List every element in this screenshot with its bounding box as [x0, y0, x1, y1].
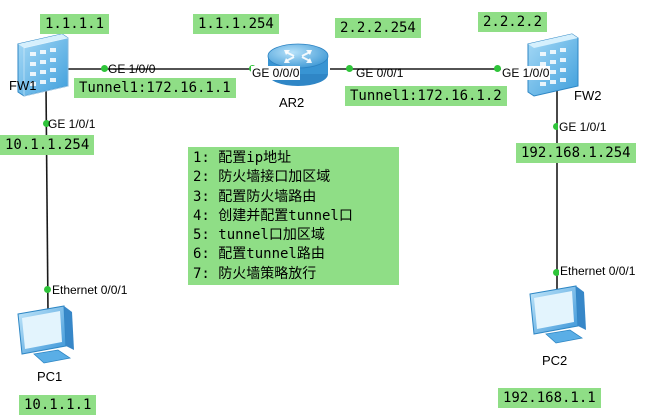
pc1-eth-port-label: Ethernet 0/0/1	[52, 283, 128, 297]
pc2-eth-port-label: Ethernet 0/0/1	[559, 264, 637, 278]
port-dot	[101, 65, 108, 72]
pc1-computer-icon[interactable]	[17, 305, 74, 364]
ar2-ge001-port-label: GE 0/0/1	[356, 66, 404, 80]
port-dot	[553, 269, 560, 276]
config-step: 4: 创建并配置tunnel口	[193, 207, 353, 224]
port-dot	[346, 65, 353, 72]
pc2-ip-label: 192.168.1.1	[498, 388, 601, 408]
config-step: 6: 配置tunnel路由	[193, 246, 325, 263]
ar2-ge000-port-label: GE 0/0/0	[251, 66, 301, 80]
ar2-right-ip-label: 2.2.2.254	[335, 18, 421, 38]
config-step: 3: 配置防火墙路由	[193, 188, 317, 205]
port-dot	[44, 286, 51, 293]
config-step: 7: 防火墙策略放行	[193, 265, 317, 282]
fw2-lan-ip-label: 192.168.1.254	[516, 143, 636, 163]
pc2-computer-icon[interactable]	[529, 285, 586, 344]
fw1-ge101-port-label: GE 1/0/1	[48, 117, 96, 131]
config-steps-box: 1: 配置ip地址 2: 防火墙接口加区域 3: 配置防火墙路由 4: 创建并配…	[188, 147, 399, 285]
port-dot	[43, 120, 50, 127]
fw2-firewall-icon[interactable]	[527, 33, 579, 97]
fw2-ge101-port-label: GE 1/0/1	[558, 120, 608, 134]
fw1-ip-label: 1.1.1.1	[40, 14, 110, 34]
fw1-lan-ip-label: 10.1.1.254	[0, 135, 95, 155]
config-step: 1: 配置ip地址	[193, 150, 292, 166]
pc1-ip-label: 10.1.1.1	[19, 395, 97, 415]
fw1-firewall-icon[interactable]	[17, 33, 69, 97]
fw2-ip-label: 2.2.2.2	[478, 12, 548, 32]
config-step: 5: tunnel口加区域	[193, 227, 325, 244]
fw1-name: FW1	[9, 78, 37, 93]
ar2-name: AR2	[279, 95, 305, 110]
port-dot	[494, 65, 501, 72]
fw2-name: FW2	[574, 88, 602, 103]
port-dot	[553, 123, 560, 130]
fw1-ge100-port-label: GE 1/0/0	[108, 62, 156, 76]
config-step: 2: 防火墙接口加区域	[193, 169, 331, 186]
ar2-left-ip-label: 1.1.1.254	[193, 14, 279, 34]
fw2-tunnel-label: Tunnel1:172.16.1.2	[345, 86, 507, 106]
fw2-ge100-port-label: GE 1/0/0	[501, 66, 551, 80]
fw1-tunnel-label: Tunnel1:172.16.1.1	[74, 78, 236, 98]
pc1-name: PC1	[37, 369, 63, 384]
pc2-name: PC2	[542, 353, 568, 368]
